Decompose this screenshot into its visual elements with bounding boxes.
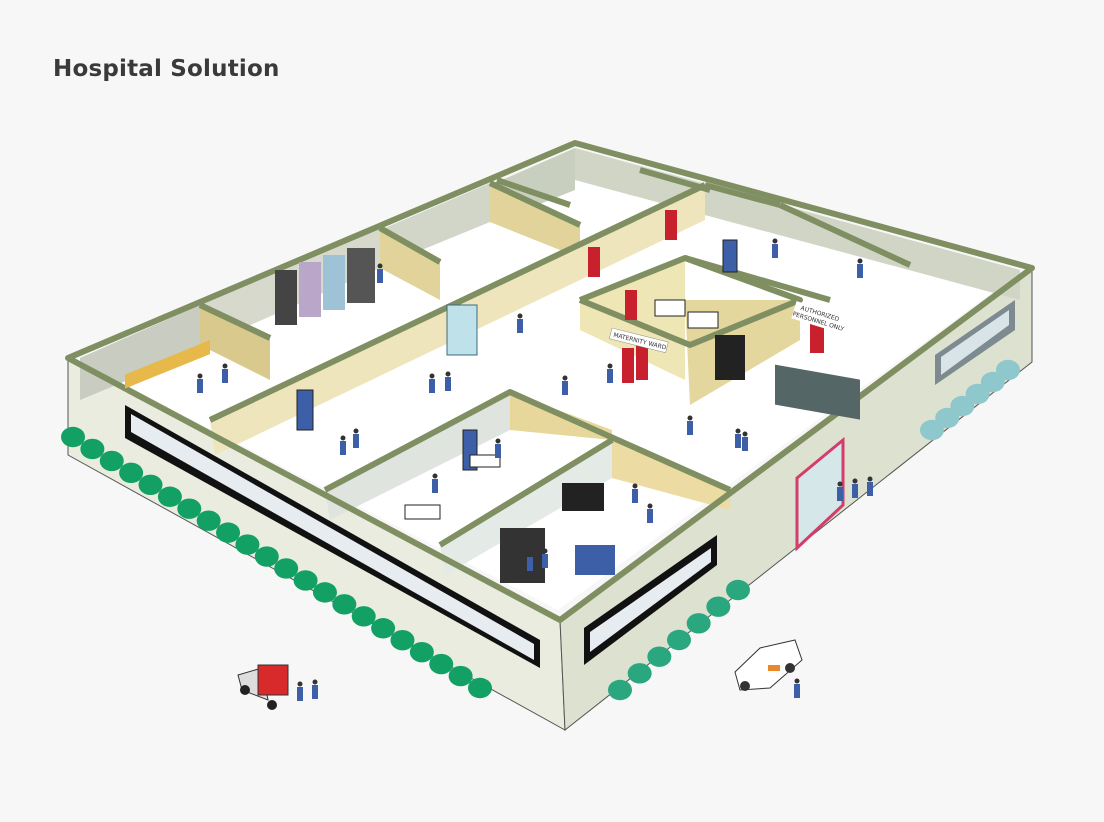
left-windows xyxy=(125,405,540,668)
bush xyxy=(706,596,731,617)
bushes-right xyxy=(608,579,750,701)
front-right-windows xyxy=(584,535,717,665)
lockers xyxy=(775,364,860,420)
person xyxy=(794,678,800,698)
person xyxy=(867,476,873,496)
person xyxy=(197,373,203,393)
door-red-2 xyxy=(665,210,677,240)
bush xyxy=(448,665,473,687)
bush xyxy=(99,450,124,472)
person xyxy=(517,313,523,333)
door-red-4 xyxy=(636,345,648,380)
person xyxy=(857,258,863,278)
person xyxy=(647,503,653,523)
bush xyxy=(254,546,279,567)
bush xyxy=(274,558,299,579)
bush xyxy=(80,438,105,460)
ambulance-car xyxy=(734,639,803,691)
bush xyxy=(119,462,144,484)
people xyxy=(197,238,873,701)
person xyxy=(445,371,451,391)
bush xyxy=(935,407,960,429)
bush xyxy=(351,606,376,627)
far-right-windows xyxy=(935,300,1015,385)
bush xyxy=(920,419,944,441)
bush xyxy=(667,629,691,651)
person xyxy=(495,438,501,458)
bush xyxy=(726,579,750,601)
bushes-left xyxy=(61,426,492,699)
person xyxy=(742,431,748,451)
partition-1 xyxy=(200,305,270,380)
person xyxy=(735,428,741,448)
bush xyxy=(312,582,337,603)
bush xyxy=(235,534,260,555)
front-room-side xyxy=(612,440,730,510)
bush xyxy=(608,679,632,701)
door-blue-1 xyxy=(296,389,314,431)
cabinet xyxy=(500,528,545,583)
bush xyxy=(371,618,396,639)
bush xyxy=(216,522,241,543)
room-office-wall xyxy=(80,305,200,400)
bush xyxy=(409,641,434,663)
person xyxy=(837,481,843,501)
main-entrance xyxy=(795,436,845,552)
bush xyxy=(647,646,672,667)
person xyxy=(542,548,548,568)
partition-3 xyxy=(490,183,580,258)
door-red-3 xyxy=(622,348,634,383)
person xyxy=(429,373,435,393)
bush xyxy=(138,474,163,496)
person xyxy=(527,551,533,571)
person xyxy=(377,263,383,283)
office-desk xyxy=(125,340,210,389)
bush xyxy=(965,383,990,405)
bush xyxy=(390,629,415,651)
person xyxy=(562,375,568,395)
bulletin-board xyxy=(562,483,604,511)
person xyxy=(607,363,613,383)
artwork xyxy=(715,335,745,380)
bush xyxy=(686,613,711,634)
person xyxy=(632,483,638,503)
wall-tops xyxy=(65,140,1035,623)
person xyxy=(772,238,778,258)
bush xyxy=(332,594,357,615)
beds xyxy=(404,299,719,520)
bush xyxy=(157,486,182,507)
front-room-wall-2 xyxy=(440,440,612,575)
page-title: Hospital Solution xyxy=(53,56,280,82)
server-racks xyxy=(275,248,375,325)
door-red-6 xyxy=(625,290,637,320)
person xyxy=(852,478,858,498)
front-room-wall-1 xyxy=(325,392,510,520)
door-blue-3 xyxy=(722,239,738,273)
bush xyxy=(468,677,492,699)
bushes-far-right xyxy=(920,359,1020,441)
bush xyxy=(950,395,975,417)
bush xyxy=(996,359,1020,381)
person xyxy=(353,428,359,448)
person xyxy=(297,681,303,701)
person xyxy=(340,435,346,455)
counter xyxy=(575,545,615,575)
utility-truck xyxy=(237,664,289,710)
person xyxy=(312,679,318,699)
bush xyxy=(196,510,221,531)
door-glass xyxy=(446,304,478,356)
partition-2 xyxy=(380,228,440,300)
person xyxy=(432,473,438,493)
bush xyxy=(429,653,454,675)
person xyxy=(687,415,693,435)
bush xyxy=(61,426,85,448)
person xyxy=(222,363,228,383)
door-red-1 xyxy=(588,247,600,277)
bush xyxy=(177,498,202,519)
bush xyxy=(627,663,652,684)
bush xyxy=(980,371,1005,393)
bush xyxy=(293,570,318,591)
